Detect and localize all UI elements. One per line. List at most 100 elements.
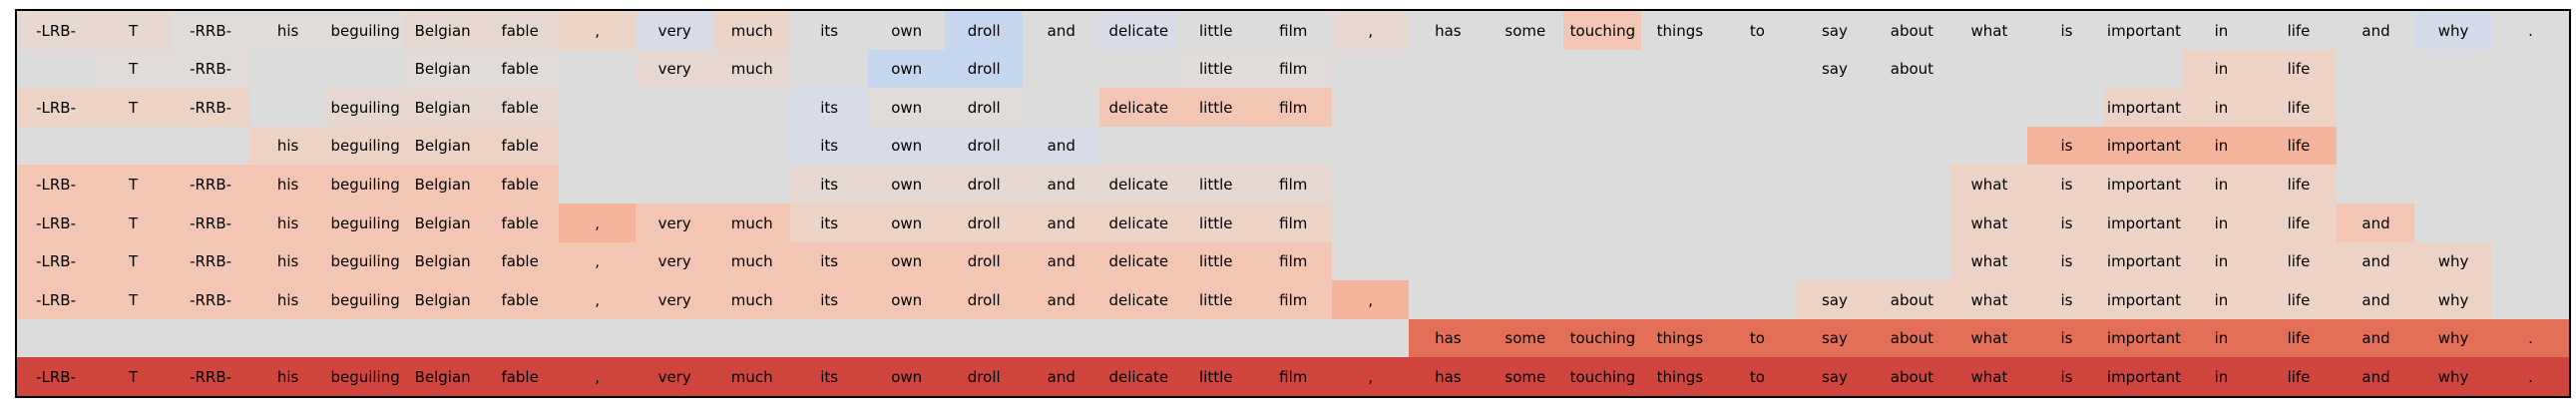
heatmap-cell xyxy=(1640,49,1719,89)
heatmap-cell: things xyxy=(1640,318,1719,358)
heatmap-cell: his xyxy=(248,357,327,396)
heatmap-cell: about xyxy=(1873,49,1951,89)
heatmap-cell: important xyxy=(2104,11,2184,51)
heatmap-cell: his xyxy=(248,204,327,243)
heatmap-cell: delicate xyxy=(1099,11,1178,51)
heatmap-cell: T xyxy=(94,241,173,281)
heatmap-cell: film xyxy=(1254,11,1333,51)
heatmap-cell: and xyxy=(2337,11,2415,51)
heatmap-cell: is xyxy=(2027,126,2106,166)
heatmap-cell xyxy=(1486,165,1564,205)
heatmap-cell xyxy=(2027,49,2106,89)
heatmap-cell xyxy=(1409,49,1488,89)
heatmap-cell: beguiling xyxy=(326,88,405,128)
heatmap-cell: is xyxy=(2027,357,2106,396)
heatmap-cell: own xyxy=(867,280,946,320)
heatmap-cell xyxy=(1873,126,1951,166)
heatmap-cell xyxy=(2413,88,2493,128)
heatmap-cell: say xyxy=(1795,11,1874,51)
heatmap-cell: , xyxy=(558,204,637,243)
heatmap-cell xyxy=(558,165,637,205)
heatmap-cell: and xyxy=(1022,11,1100,51)
heatmap-cell xyxy=(712,318,791,358)
heatmap-cell xyxy=(636,318,714,358)
heatmap-cell xyxy=(1099,318,1178,358)
heatmap-cell: droll xyxy=(945,357,1024,396)
heatmap-cell: T xyxy=(94,280,173,320)
heatmap-cell: , xyxy=(558,11,637,51)
heatmap-cell: life xyxy=(2259,357,2339,396)
heatmap-cell: Belgian xyxy=(403,49,482,89)
heatmap-cell: beguiling xyxy=(326,165,405,205)
heatmap-cell xyxy=(2413,165,2493,205)
heatmap-cell xyxy=(1563,241,1642,281)
heatmap-cell xyxy=(2337,49,2415,89)
heatmap-cell: much xyxy=(712,49,791,89)
heatmap-cell: -RRB- xyxy=(172,204,250,243)
heatmap-cell: fable xyxy=(481,165,560,205)
heatmap-cell xyxy=(1795,165,1874,205)
heatmap-cell: delicate xyxy=(1099,88,1178,128)
heatmap-cell xyxy=(1949,49,2028,89)
heatmap-cell: -RRB- xyxy=(172,11,250,51)
heatmap-cell: beguiling xyxy=(326,204,405,243)
heatmap-cell: its xyxy=(790,126,869,166)
heatmap-cell: droll xyxy=(945,88,1024,128)
heatmap-cell xyxy=(1873,165,1951,205)
heatmap-cell: little xyxy=(1176,241,1255,281)
heatmap-cell: in xyxy=(2182,11,2261,51)
heatmap-cell xyxy=(1409,204,1488,243)
heatmap-cell xyxy=(712,165,791,205)
heatmap-cell xyxy=(2413,49,2493,89)
heatmap-cell xyxy=(636,165,714,205)
heatmap-cell: own xyxy=(867,126,946,166)
heatmap-cell: and xyxy=(1022,204,1100,243)
heatmap-cell: own xyxy=(867,357,946,396)
heatmap-cell: , xyxy=(1331,11,1410,51)
heatmap-cell xyxy=(1718,88,1797,128)
heatmap-cell: fable xyxy=(481,241,560,281)
heatmap-cell: say xyxy=(1795,318,1874,358)
heatmap-cell: what xyxy=(1949,11,2028,51)
heatmap-cell: fable xyxy=(481,49,560,89)
heatmap-cell: , xyxy=(1331,357,1410,396)
heatmap-cell xyxy=(1409,280,1488,320)
heatmap-cell xyxy=(1486,126,1564,166)
heatmap-cell xyxy=(2337,165,2415,205)
heatmap-cell xyxy=(1486,280,1564,320)
heatmap-cell: droll xyxy=(945,11,1024,51)
heatmap-cell: important xyxy=(2104,165,2184,205)
heatmap-cell: what xyxy=(1949,165,2028,205)
heatmap-cell: very xyxy=(636,280,714,320)
heatmap-cell xyxy=(1254,126,1333,166)
heatmap-cell xyxy=(1331,241,1410,281)
heatmap-cell xyxy=(636,126,714,166)
heatmap-cell: fable xyxy=(481,88,560,128)
heatmap-cell: droll xyxy=(945,165,1024,205)
heatmap-cell: Belgian xyxy=(403,241,482,281)
heatmap-cell: is xyxy=(2027,11,2106,51)
heatmap-cell: little xyxy=(1176,280,1255,320)
heatmap-cell xyxy=(94,318,173,358)
heatmap-cell: important xyxy=(2104,241,2184,281)
heatmap-cell: things xyxy=(1640,357,1719,396)
heatmap-cell: in xyxy=(2182,49,2261,89)
heatmap-cell xyxy=(2413,204,2493,243)
heatmap-cell: T xyxy=(94,357,173,396)
heatmap-cell: is xyxy=(2027,318,2106,358)
heatmap-cell xyxy=(1409,241,1488,281)
heatmap-cell: -RRB- xyxy=(172,357,250,396)
heatmap-cell xyxy=(1795,204,1874,243)
heatmap-cell xyxy=(1640,88,1719,128)
heatmap-cell: in xyxy=(2182,204,2261,243)
heatmap-cell: and xyxy=(2337,204,2415,243)
heatmap-cell: T xyxy=(94,204,173,243)
heatmap-cell: Belgian xyxy=(403,11,482,51)
heatmap-cell xyxy=(1563,280,1642,320)
heatmap-cell: -LRB- xyxy=(17,165,96,205)
heatmap-cell: fable xyxy=(481,357,560,396)
heatmap-cell: own xyxy=(867,241,946,281)
heatmap-cell: fable xyxy=(481,280,560,320)
heatmap-cell: beguiling xyxy=(326,11,405,51)
heatmap-cell xyxy=(1640,280,1719,320)
